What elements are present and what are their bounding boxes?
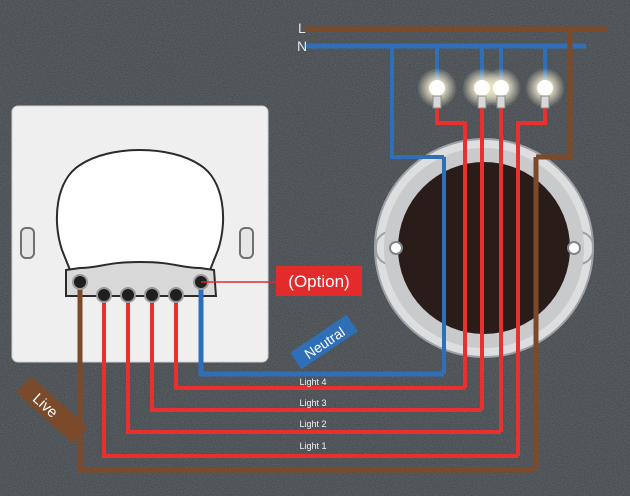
line-l-label: L [298, 20, 306, 36]
plate-slot-left [20, 227, 35, 259]
switch-module [55, 149, 225, 271]
light-bulb-icon [481, 68, 521, 109]
light-3-wire [150, 292, 482, 412]
terminal-screw-icon [96, 287, 112, 303]
terminal-screw-icon [120, 287, 136, 303]
box-riser-wires [442, 157, 539, 470]
switch-plate [11, 105, 269, 363]
plate-slot-right [239, 227, 254, 259]
terminal-screw-icon [168, 287, 184, 303]
mounting-screw-icon [567, 241, 581, 255]
light-1-wire [102, 292, 518, 458]
light-4-wire [174, 292, 465, 390]
neutral-switch-wire [198, 283, 444, 377]
terminals [72, 274, 209, 303]
bulb-light-wires [435, 108, 547, 160]
terminal-screw-icon [72, 274, 88, 290]
live-switch-wire [77, 283, 536, 473]
terminal-block [65, 260, 218, 297]
light-3-label: Light 3 [299, 398, 326, 408]
mounting-screw-icon [389, 241, 403, 255]
live-drop-wire [536, 29, 573, 160]
light-bulb-icon [417, 68, 457, 109]
option-label: (Option) [288, 272, 349, 291]
light-1-label: Light 1 [299, 441, 326, 451]
light-4-label: Light 4 [299, 377, 326, 387]
terminal-screw-icon [144, 287, 160, 303]
option-box [276, 266, 362, 296]
line-n-label: N [297, 38, 307, 54]
light-2-wire [126, 292, 501, 434]
light-2-label: Light 2 [299, 419, 326, 429]
light-bulb-icon [525, 68, 565, 109]
